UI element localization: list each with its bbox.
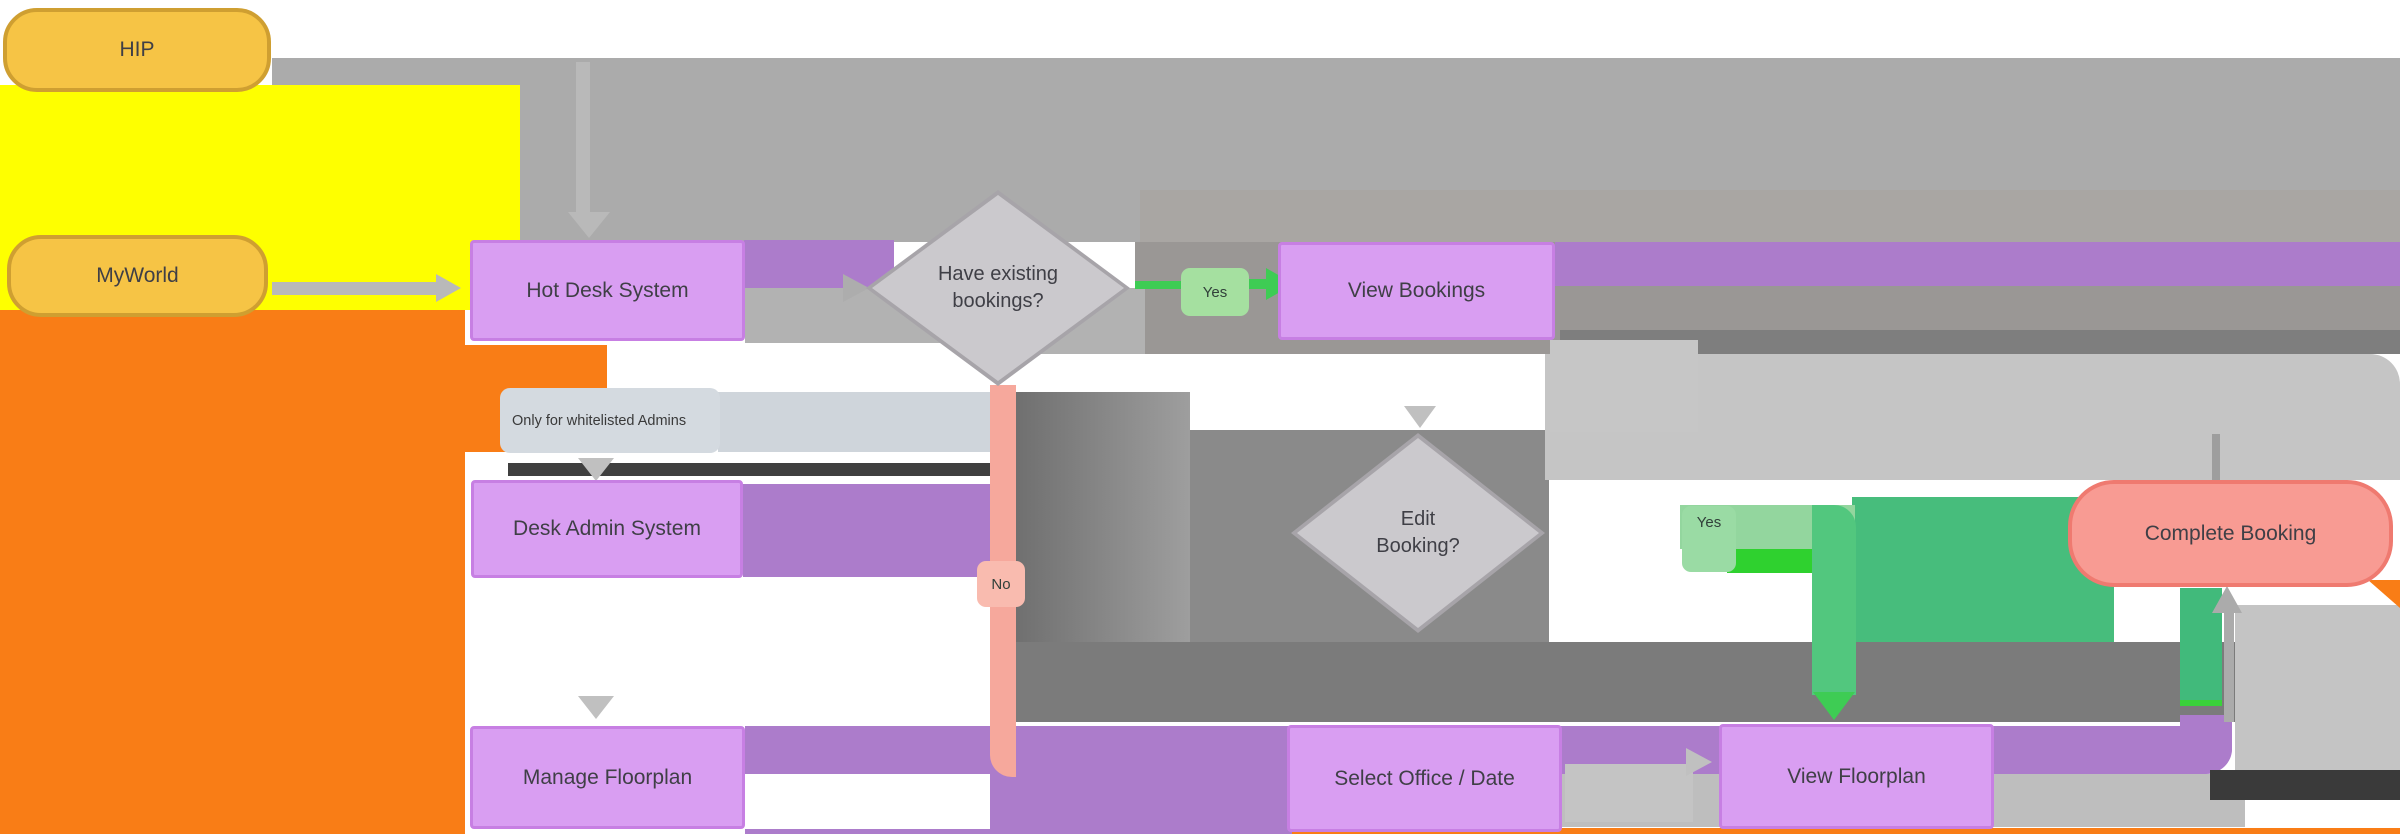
edge-band-dark-note: [508, 463, 1008, 476]
edge-band-dark-bottomright: [2210, 770, 2400, 800]
node-hip-label: HIP: [119, 38, 155, 61]
node-have-existing-bookings-label: Have existing bookings?: [937, 263, 1059, 312]
node-view-floorplan-label: View Floorplan: [1787, 764, 1926, 788]
edge-band-purple-deskadmin: [743, 484, 990, 577]
node-hot-desk-system-label: Hot Desk System: [526, 278, 689, 302]
arrowhead-viewfloorplan-left: [1686, 748, 1712, 776]
node-view-bookings[interactable]: View Bookings: [1278, 242, 1555, 340]
arrowhead-complete-bottom: [2212, 586, 2242, 613]
white-gap-a: [607, 343, 990, 392]
node-view-bookings-label: View Bookings: [1347, 279, 1486, 302]
node-desk-admin-system-label: Desk Admin System: [513, 517, 701, 540]
note-extension-band: [718, 392, 990, 452]
node-hot-desk-system[interactable]: Hot Desk System: [470, 240, 745, 341]
node-complete-booking-label: Complete Booking: [2144, 521, 2317, 545]
edge-label-yes-2: Yes: [1682, 506, 1736, 572]
edge-green-bright: [1727, 549, 1825, 573]
node-hip[interactable]: HIP: [3, 8, 271, 92]
node-desk-admin-system[interactable]: Desk Admin System: [471, 480, 743, 578]
arrowhead-green-viewfloorplan: [1813, 692, 1855, 720]
edge-band-dark-right: [1560, 330, 2400, 354]
edge-band-purple-bottomleft: [990, 762, 1292, 834]
edge-band-orange-left: [0, 310, 465, 834]
edge-band-purple-corner: [2180, 715, 2232, 773]
edge-band-purple-viewbookings: [1555, 242, 2400, 286]
edge-band-purple-hotdesk: [744, 240, 894, 288]
arrowhead-deskadmin-top: [578, 458, 614, 481]
edge-band-gray-warm: [1140, 190, 2400, 242]
arrowhead-hotdesk-left: [436, 274, 461, 302]
arrowhead-edit-top: [1404, 406, 1436, 428]
node-select-office-date[interactable]: Select Office / Date: [1287, 725, 1562, 832]
node-manage-floorplan[interactable]: Manage Floorplan: [470, 726, 745, 829]
edge-band-viewbookings-down: [1550, 340, 1698, 432]
edge-band-gray-bottomright: [2235, 605, 2400, 770]
white-gap-d: [465, 578, 990, 726]
edge-band-purple-under-manage: [745, 829, 990, 834]
node-myworld-label: MyWorld: [96, 264, 179, 287]
edge-label-yes-1: Yes: [1181, 268, 1249, 316]
node-complete-booking[interactable]: Complete Booking: [2068, 480, 2393, 587]
arrowhead-hotdesk-top: [568, 212, 610, 238]
node-view-floorplan[interactable]: View Floorplan: [1719, 724, 1994, 829]
node-have-existing-bookings[interactable]: Have existing bookings?: [866, 190, 1130, 386]
edge-green-bright2: [2180, 700, 2222, 706]
edge-green-line1: [1135, 281, 1181, 289]
arrowhead-diamond1-left: [843, 274, 869, 302]
edge-line-myworld-right: [272, 282, 438, 295]
edge-line-hip-down: [576, 62, 590, 214]
edge-line-complete-up: [2224, 612, 2234, 722]
node-select-office-date-label: Select Office / Date: [1334, 766, 1515, 790]
arrowhead-manage-top: [578, 696, 614, 719]
edge-label-no: No: [977, 561, 1025, 607]
edge-band-orange-bottom: [1292, 828, 2400, 834]
edge-green-vert: [1812, 505, 1856, 695]
edge-band-dark-bottom: [1014, 642, 2245, 722]
node-edit-booking-label: Edit Booking?: [1376, 508, 1460, 557]
edge-line-complete-top: [2212, 434, 2220, 480]
edge-orange-wedge: [2368, 580, 2400, 608]
edge-label-yes-1-text: Yes: [1202, 283, 1228, 301]
note-text: Only for whitelisted Admins: [512, 412, 687, 429]
edge-green-line1b: [1249, 279, 1271, 289]
white-gap-b: [465, 452, 990, 463]
edge-band-select-to-view: [1565, 764, 1693, 822]
edge-label-yes-2-text: Yes: [1696, 514, 1722, 531]
edge-label-no-text: No: [991, 575, 1011, 593]
node-edit-booking[interactable]: Edit Booking?: [1291, 433, 1545, 633]
note-whitelisted-admins[interactable]: Only for whitelisted Admins: [500, 388, 720, 453]
node-manage-floorplan-label: Manage Floorplan: [522, 765, 693, 789]
node-myworld[interactable]: MyWorld: [7, 235, 268, 317]
